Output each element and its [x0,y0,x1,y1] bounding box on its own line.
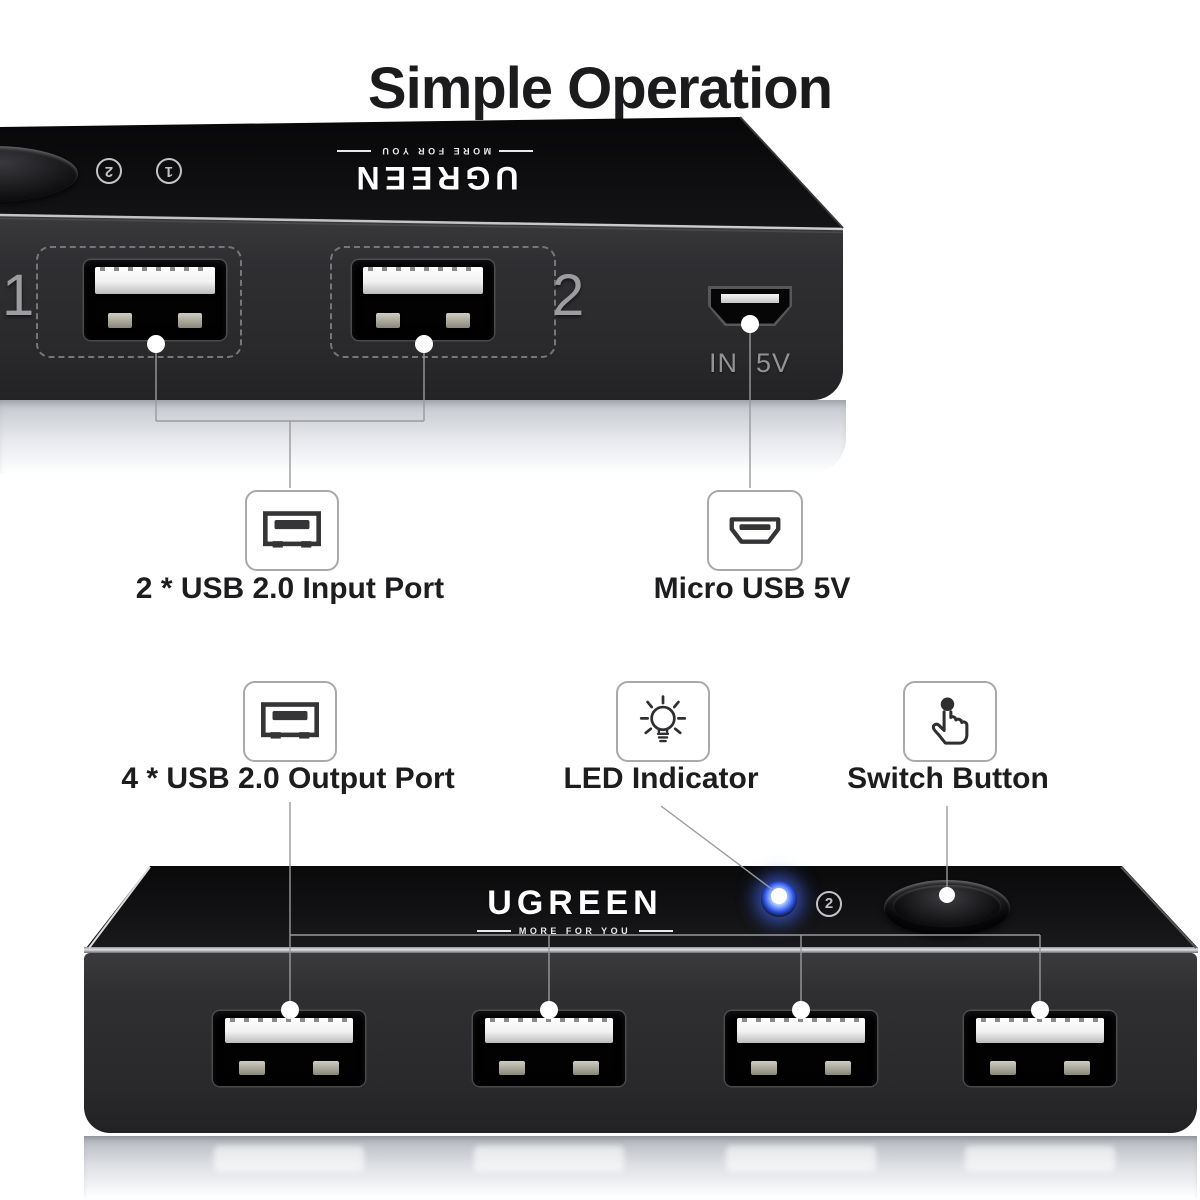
usb-contact [573,1060,600,1075]
input-port-callout-box [245,490,339,571]
port-number-1: 1 [2,263,35,328]
tagline-rule [639,930,674,932]
usb-contact [750,1060,777,1075]
led-callout-box [616,681,710,762]
usb-contact [1064,1060,1091,1075]
brand-name: UGREEN [487,884,663,922]
usb-contact [498,1060,525,1075]
usb-contact [108,312,133,328]
top-device-top-face [0,117,843,228]
usb-contact [989,1060,1016,1075]
micro-usb-port [708,286,792,326]
usb-contact [238,1060,265,1075]
brand-tagline: MORE FOR YOU [518,926,632,936]
port-reflection [214,1146,364,1172]
usb-tongue [485,1017,613,1043]
usb-output-port-4 [964,1011,1116,1086]
input-port-1-outline [36,246,242,358]
usb-a-port-icon [261,701,319,739]
usb-contact [445,312,470,328]
usb-output-port-3 [725,1011,877,1086]
usb-a-port-icon [263,510,321,548]
usb-tongue [976,1017,1104,1043]
usb-tongue [363,267,483,294]
usb-tongue [737,1017,865,1043]
callout-label-led: LED Indicator [563,762,759,795]
tagline-rule [499,150,534,152]
port-reflection [726,1146,876,1172]
led-indicator-light [761,881,797,917]
switch-button [884,880,1010,936]
micro-usb-tongue [720,293,780,304]
port-number-2: 2 [552,263,585,328]
top-device-indicators: 2 1 [96,158,182,184]
usb-contact [177,312,202,328]
callout-label-micro-usb: Micro USB 5V [653,572,851,605]
port-reflection [474,1146,624,1172]
top-device-reflection [0,400,846,474]
brand-logo: UGREEN MORE FOR YOU [295,146,575,196]
tagline-rule [336,150,371,152]
indicator-badge-1: 1 [156,158,182,184]
press-finger-icon [931,697,969,745]
port-reflection [965,1146,1115,1172]
brand-tagline-row: MORE FOR YOU [295,146,575,156]
micro-usb-port-cavity [710,288,790,324]
callout-label-input-port: 2 * USB 2.0 Input Port [135,572,445,605]
engraving-in: IN [708,348,738,378]
brand-logo: UGREEN MORE FOR YOU [420,884,730,936]
usb-output-port-2 [473,1011,625,1086]
engraving-5v: 5V [755,348,792,378]
usb-input-port-2 [352,260,494,340]
brand-name: UGREEN [351,160,519,196]
callout-label-switch: Switch Button [847,762,1049,795]
micro-usb-icon [729,516,781,544]
usb-contact [376,312,401,328]
usb-tongue [225,1017,353,1043]
usb-contact [825,1060,852,1075]
callout-label-output-port: 4 * USB 2.0 Output Port [121,762,455,795]
usb-contact [313,1060,340,1075]
output-port-callout-box [243,681,337,762]
brand-tagline: MORE FOR YOU [378,146,492,156]
switch-callout-box [903,681,997,762]
usb-input-port-1 [84,260,226,340]
usb-output-port-1 [213,1011,365,1086]
brand-tagline-row: MORE FOR YOU [420,926,730,936]
indicator-badge-2: 2 [816,891,842,917]
led-bulb-icon [639,694,687,742]
tagline-rule [476,930,511,932]
micro-usb-callout-box [707,490,803,571]
indicator-badge-2: 2 [96,158,122,184]
input-port-2-outline [330,246,556,358]
usb-tongue [95,267,215,294]
power-port-engraving: IN 5V [650,348,850,379]
page-title: Simple Operation [367,55,833,121]
